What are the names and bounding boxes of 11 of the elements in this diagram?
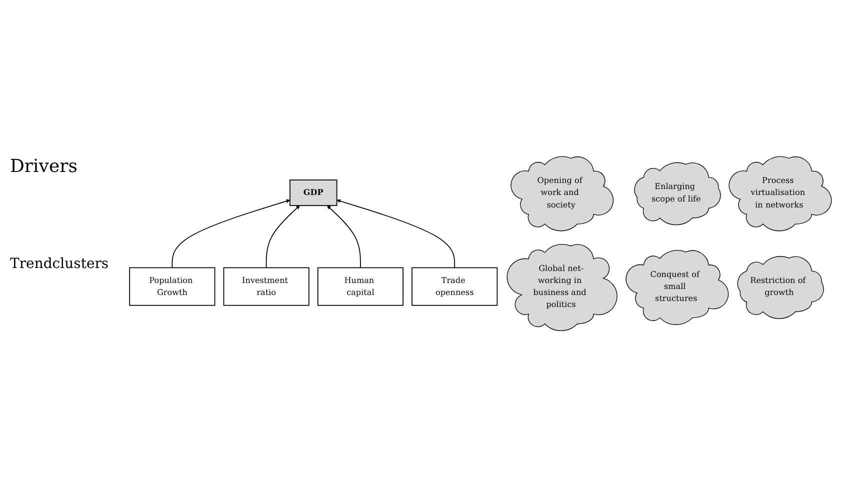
node-box: Investment ratio [223,267,310,306]
arrow [172,199,290,268]
arrow [336,199,456,268]
node-box: GDP [290,179,338,206]
row-label: Trendclusters [10,256,109,272]
node-box: Trade openness [412,267,498,306]
arrow [266,205,300,268]
row-label: Drivers [10,156,78,177]
arrow [326,205,361,268]
node-box: Population Growth [129,267,216,306]
node-box: Human capital [317,267,404,306]
